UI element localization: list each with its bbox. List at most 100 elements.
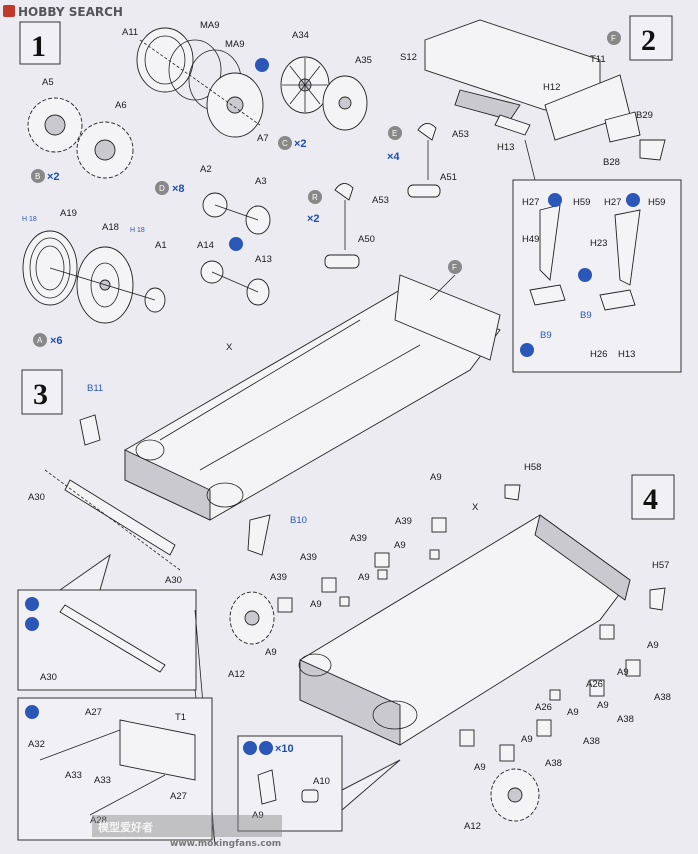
hobby-search-logo: HOBBY SEARCH [3, 5, 123, 19]
label-A9-3: A9 [358, 572, 370, 583]
label-A10: A10 [313, 776, 330, 787]
label-A27-top: A27 [85, 707, 102, 718]
qty-badge-R: R ×2 [307, 190, 322, 225]
label-A12-upper: A12 [228, 669, 245, 680]
qty-badge-D: D ×8 [155, 181, 185, 195]
step-4-number: 4 [643, 483, 658, 516]
sprocket-A12-upper [229, 591, 275, 645]
label-H58: H58 [524, 462, 541, 473]
step4-detail-callout [237, 735, 401, 832]
label-MA9: MA9 [225, 39, 245, 50]
label-B9-right: B9 [580, 310, 592, 321]
label-A35: A35 [355, 55, 372, 66]
label-S12: S12 [400, 52, 417, 63]
label-A39-1: A39 [395, 516, 412, 527]
letter-F-step3: F [452, 263, 457, 272]
label-A39-2: A39 [350, 533, 367, 544]
label-T11: T11 [590, 54, 606, 65]
label-H18-left: H 18 [22, 216, 37, 223]
label-A50: A50 [358, 234, 375, 245]
label-A9-4: A9 [310, 599, 322, 610]
label-H59-right: H59 [648, 197, 665, 208]
step-3-number: 3 [33, 378, 48, 411]
label-A51: A51 [440, 172, 457, 183]
label-T1: T1 [175, 712, 186, 723]
label-B10: B10 [290, 515, 307, 526]
label-A34: A34 [292, 30, 309, 41]
part-B11 [79, 414, 101, 446]
label-A1: A1 [155, 240, 167, 251]
watermark-top-text: HOBBY SEARCH [18, 5, 123, 19]
step3-detail-box-2 [17, 697, 213, 841]
label-A9-11: A9 [474, 762, 486, 773]
label-A38-1: A38 [654, 692, 671, 703]
label-A33-lower: A33 [94, 775, 111, 786]
step-4-box: 4 [631, 474, 675, 520]
step-3-box: 3 [21, 369, 63, 415]
qty-B: ×2 [47, 171, 60, 183]
step2-detail-box [512, 179, 682, 373]
sprocket-A12-lower [490, 768, 540, 822]
suspension-arms-right [459, 624, 641, 762]
label-A39-4: A39 [270, 572, 287, 583]
letter-D: D [159, 184, 165, 193]
step3-F-marker: F [429, 260, 462, 301]
watermark-cn-text: 模型爱好者 [98, 820, 153, 834]
hull-chassis-step3 [124, 274, 501, 521]
label-A39-3: A39 [300, 552, 317, 563]
bracket-R-assembly [324, 183, 360, 269]
label-H23: H23 [590, 238, 607, 249]
moxingfans-watermark: 模型爱好者 www.moxingfans.com [92, 815, 282, 849]
label-A27-bottom: A27 [170, 791, 187, 802]
label-H27-right: H27 [604, 197, 621, 208]
label-A9-6: A9 [647, 640, 659, 651]
sprocket-assembly [27, 97, 134, 179]
label-B29: B29 [636, 110, 653, 121]
qty-A: ×6 [50, 335, 63, 347]
qty-badge-A: A ×6 [33, 333, 63, 347]
label-A28: A28 [90, 815, 107, 826]
qty-badge-E: E ×4 [387, 126, 402, 163]
label-A14: A14 [197, 240, 214, 251]
label-A9-7: A9 [617, 667, 629, 678]
label-A19: A19 [60, 208, 77, 219]
label-H57: H57 [652, 560, 669, 571]
part-A30-rail [64, 479, 176, 556]
label-A9-9: A9 [567, 707, 579, 718]
label-H26: H26 [590, 349, 607, 360]
label-A9-5: A9 [265, 647, 277, 658]
label-A26-2: A26 [535, 702, 552, 713]
bracket-E-assembly [407, 123, 441, 198]
label-H59-left: H59 [573, 197, 590, 208]
letter-F-step2: F [611, 34, 616, 43]
label-H27-left: H27 [522, 197, 539, 208]
label-A38-2: A38 [617, 714, 634, 725]
road-wheel-spoked [280, 56, 368, 131]
label-H49: H49 [522, 234, 539, 245]
step2-F-marker: F [607, 31, 621, 45]
label-A7: A7 [257, 133, 269, 144]
return-roller [202, 192, 271, 235]
label-A26-1: A26 [586, 679, 603, 690]
label-A13: A13 [255, 254, 272, 265]
step-2-number: 2 [641, 24, 656, 57]
part-B10 [247, 514, 271, 556]
label-A33-upper: A33 [65, 770, 82, 781]
qty-badge-B: B ×2 [31, 169, 60, 183]
qty-D: ×8 [172, 183, 185, 195]
suspension-arms-left [277, 517, 447, 613]
label-A9-10: A9 [521, 734, 533, 745]
label-A38-3: A38 [583, 736, 600, 747]
label-H18-right: H 18 [130, 227, 145, 234]
road-wheel-pair [22, 230, 166, 324]
letter-R: R [312, 193, 318, 202]
label-B11: B11 [87, 383, 103, 394]
label-A53-lower: A53 [372, 195, 389, 206]
label-A2: A2 [200, 164, 212, 175]
qty-badge-C: C ×2 [255, 58, 307, 150]
label-X-step3: X [226, 342, 233, 353]
label-MA9-top: MA9 [200, 20, 220, 31]
part-H57 [649, 587, 666, 611]
label-A9-1: A9 [430, 472, 442, 483]
